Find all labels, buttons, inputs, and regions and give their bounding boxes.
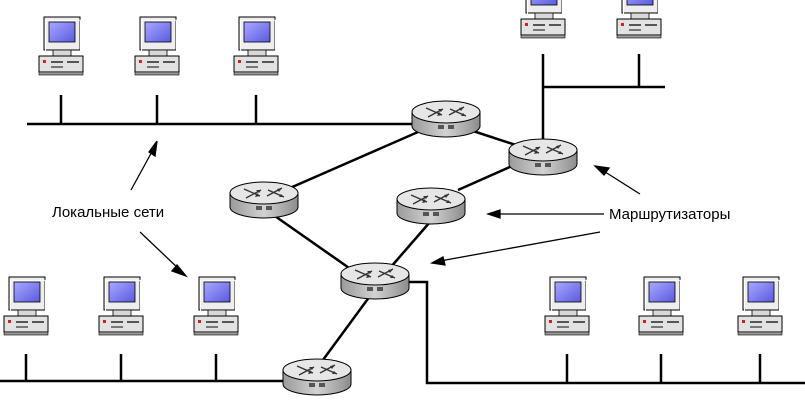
desktop-computer-icon <box>98 276 144 336</box>
routers-label: Маршрутизаторы <box>609 206 731 223</box>
arrow-local-to-top-lan <box>130 147 155 191</box>
router-icon <box>396 187 466 225</box>
link-r5-r6 <box>318 295 372 365</box>
arrow-local-to-bottom-lan <box>139 231 181 271</box>
arrowhead-icon <box>593 165 611 177</box>
desktop-computer-icon <box>134 16 180 76</box>
router-icon <box>229 181 299 219</box>
desktop-computer-icon <box>520 0 566 39</box>
desktop-computer-icon <box>638 276 684 336</box>
desktop-computer-icon <box>3 276 49 336</box>
local-networks-label: Локальные сети <box>52 204 165 221</box>
arrowhead-icon <box>170 263 188 278</box>
desktop-computer-icon <box>193 276 239 336</box>
desktop-computer-icon <box>544 276 590 336</box>
desktop-computer-icon <box>616 0 662 39</box>
desktop-computer-icon <box>737 276 783 336</box>
desktop-computer-icon <box>38 16 84 76</box>
arrowhead-icon <box>485 209 501 219</box>
routers <box>229 100 578 396</box>
arrowhead-icon <box>430 256 446 266</box>
router-icon <box>282 358 352 396</box>
arrowhead-icon <box>148 140 158 158</box>
network-links <box>0 54 805 385</box>
desktop-computer-icon <box>233 16 279 76</box>
link-r1-r3 <box>289 130 419 190</box>
link-r2-r4 <box>457 164 513 192</box>
router-icon <box>508 138 578 176</box>
pointer-arrows <box>130 140 641 278</box>
router-icon <box>411 100 481 138</box>
link-r3-r5 <box>271 212 353 272</box>
link-r4-r5 <box>389 221 431 269</box>
lan-bottom-right-bus <box>406 280 805 385</box>
arrow-routers-to-r2 <box>601 169 641 195</box>
arrow-routers-to-r5 <box>439 231 601 262</box>
router-icon <box>340 262 410 300</box>
